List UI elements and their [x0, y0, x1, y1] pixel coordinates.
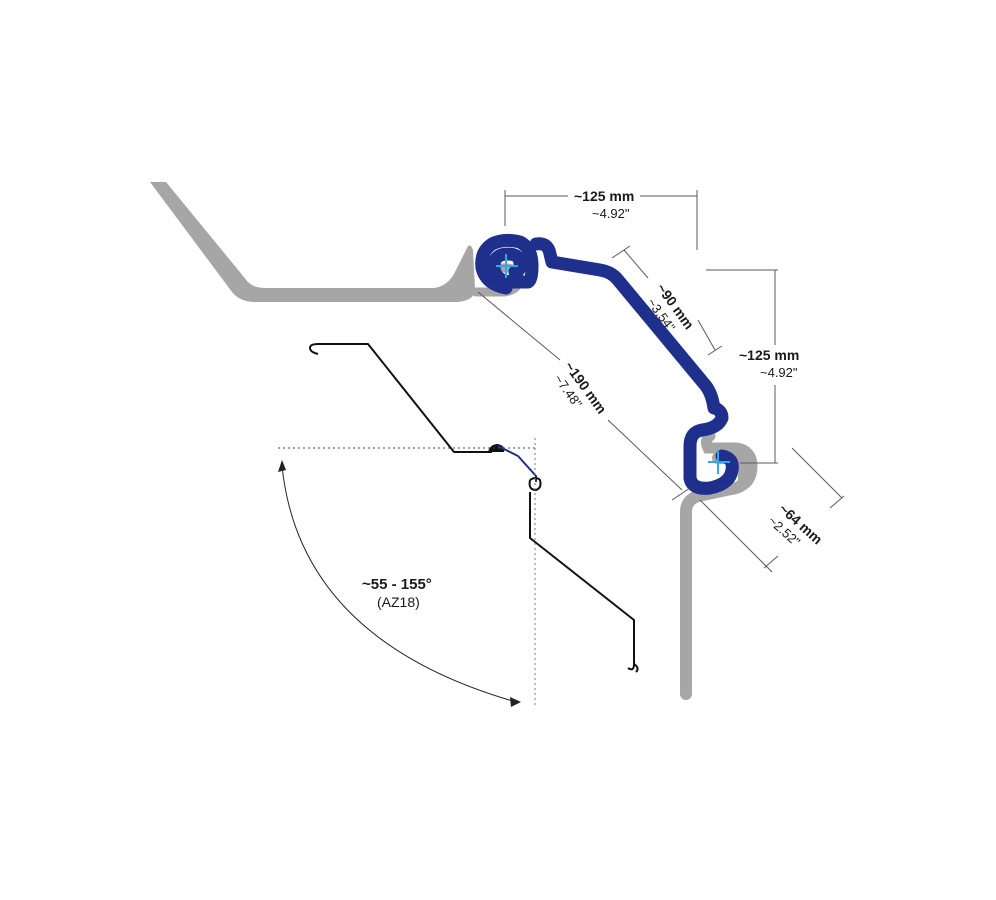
angle-arrow-top-icon [278, 460, 286, 472]
angle-arrow-bottom-icon [510, 697, 521, 707]
angle-arc [281, 465, 517, 703]
angle-profile-label: (AZ18) [377, 594, 420, 610]
small-schematic-left-pile [309, 343, 492, 453]
dim-lock-offset-group: ~64 mm ~2.52" [765, 500, 825, 549]
small-schematic-right-pile [529, 492, 639, 673]
dim-top-width-imperial: ~4.92" [592, 206, 630, 221]
angle-range-label: ~55 - 155° [362, 576, 432, 593]
small-schematic-left-lock [488, 444, 505, 452]
blue-connector [475, 233, 739, 495]
right-pile-lock [700, 430, 758, 494]
dim-top-width-metric: ~125 mm [574, 188, 634, 204]
dimension-lines [477, 190, 845, 573]
dim-right-height-metric: ~125 mm [739, 347, 799, 363]
lock-center-marker-bottom [708, 450, 730, 474]
left-sheet-pile [150, 182, 476, 302]
lock-center-marker-top [496, 254, 518, 278]
dim-right-height-imperial: ~4.92" [760, 365, 798, 380]
dim-long-diag-group: ~190 mm ~7.48" [551, 358, 610, 416]
